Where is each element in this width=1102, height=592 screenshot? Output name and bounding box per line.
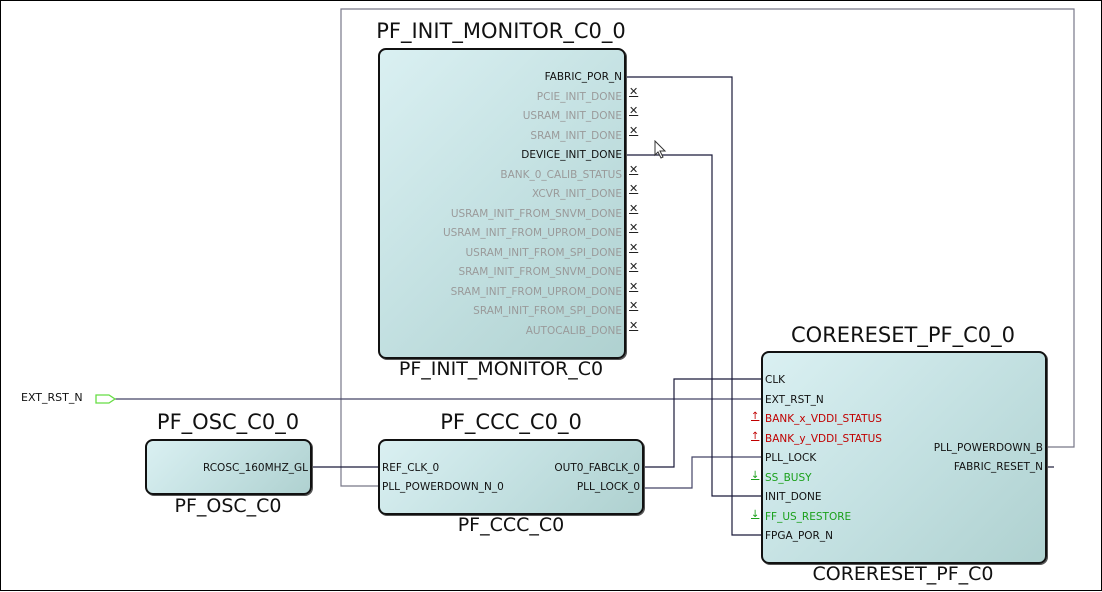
pin-sram-init-from-spi-done[interactable]: SRAM_INIT_FROM_SPI_DONE (473, 305, 622, 317)
corereset-instance-name: CORERESET_PF_C0_0 (791, 323, 1015, 347)
pin-pll-lock-0[interactable]: PLL_LOCK_0 (576, 481, 640, 493)
pin-usram-init-from-uprom-done[interactable]: USRAM_INIT_FROM_UPROM_DONE (442, 227, 622, 239)
unconnected-pin-icon: ✕ (629, 123, 639, 137)
pin-usram-init-from-spi-done[interactable]: USRAM_INIT_FROM_SPI_DONE (465, 246, 622, 259)
tied-high-icon: ↑ (751, 430, 760, 442)
wire-device-init-done[interactable] (625, 154, 763, 497)
osc-instance-name: PF_OSC_C0_0 (156, 410, 300, 434)
ccc-instance-name: PF_CCC_C0_0 (440, 410, 582, 434)
init-monitor-component-name: PF_INIT_MONITOR_C0 (398, 358, 604, 380)
pin-pll-lock[interactable]: PLL_LOCK (765, 452, 817, 464)
pin-ff-us-restore[interactable]: FF_US_RESTORE (765, 510, 852, 523)
pin-pcie-init-done[interactable]: PCIE_INIT_DONE (536, 90, 622, 103)
wire-fabclk-clk[interactable] (643, 378, 763, 468)
osc-component-name: PF_OSC_C0 (174, 495, 282, 517)
pin-ext-rst-n[interactable]: EXT_RST_N (765, 393, 824, 406)
tied-high-icon: ↑ (751, 411, 760, 422)
pin-autocalib-done[interactable]: AUTOCALIB_DONE (525, 324, 622, 337)
pin-init-done[interactable]: INIT_DONE (765, 491, 822, 503)
unconnected-pin-icon: ✕ (629, 84, 639, 98)
pin-ss-busy[interactable]: SS_BUSY (765, 471, 812, 484)
wire-pll-powerdown[interactable] (340, 8, 1075, 487)
pin-clk[interactable]: CLK (765, 374, 786, 386)
pin-pll-powerdown-n-0[interactable]: PLL_POWERDOWN_N_0 (382, 481, 504, 493)
pin-usram-init-from-snvm-done[interactable]: USRAM_INIT_FROM_SNVM_DONE (450, 207, 622, 220)
unconnected-pin-icon: ✕ (629, 279, 639, 293)
pin-pll-powerdown-b[interactable]: PLL_POWERDOWN_B (933, 442, 1043, 454)
tied-low-icon: ↓ (751, 508, 760, 520)
pin-fabric-por-n[interactable]: FABRIC_POR_N (544, 71, 622, 83)
init-monitor-block[interactable]: FABRIC_POR_N PCIE_INIT_DONE ✕ USRAM_INIT_DO… (378, 48, 638, 359)
mouse-cursor-icon (654, 140, 667, 159)
pin-fpga-por-n[interactable]: FPGA_POR_N (765, 530, 833, 542)
unconnected-pin-icon: ✕ (629, 240, 639, 254)
ccc-block[interactable]: REF_CLK_0 PLL_POWERDOWN_N_0 OUT0_FABCLK_… (378, 439, 644, 515)
input-port-icon[interactable] (95, 394, 117, 404)
osc-block[interactable]: RCOSC_160MHZ_GL (145, 439, 312, 495)
pin-device-init-done[interactable]: DEVICE_INIT_DONE (521, 149, 622, 161)
pin-sram-init-from-uprom-done[interactable]: SRAM_INIT_FROM_UPROM_DONE (450, 285, 622, 298)
corereset-block[interactable]: CLK EXT_RST_N BANK_x_VDDI_STATUS ↑ BANK_y_VD… (751, 351, 1047, 564)
tied-low-icon: ↓ (751, 469, 760, 481)
wire-pll-lock[interactable] (643, 456, 763, 489)
ccc-component-name: PF_CCC_C0 (457, 514, 565, 536)
pin-fabric-reset-n[interactable]: FABRIC_RESET_N (953, 461, 1043, 473)
pin-rcosc-160mhz-gl[interactable]: RCOSC_160MHZ_GL (202, 462, 308, 474)
pin-bank-x-vddi-status[interactable]: BANK_x_VDDI_STATUS (765, 413, 882, 425)
pin-usram-init-done[interactable]: USRAM_INIT_DONE (522, 110, 622, 122)
unconnected-pin-icon: ✕ (629, 104, 639, 117)
wire-fabric-por-n[interactable] (625, 76, 763, 536)
pin-sram-init-from-snvm-done[interactable]: SRAM_INIT_FROM_SNVM_DONE (458, 266, 623, 278)
unconnected-pin-icon: ✕ (629, 162, 639, 176)
pin-xcvr-init-done[interactable]: XCVR_INIT_DONE (531, 188, 622, 200)
pin-ref-clk-0[interactable]: REF_CLK_0 (382, 462, 440, 474)
corereset-component-name: CORERESET_PF_C0 (812, 563, 994, 585)
unconnected-pin-icon: ✕ (629, 182, 639, 195)
top-port-ext-rst-n-label[interactable]: EXT_RST_N (21, 391, 83, 404)
pin-bank-0-calib-status[interactable]: BANK_0_CALIB_STATUS (500, 168, 622, 181)
pin-bank-y-vddi-status[interactable]: BANK_y_VDDI_STATUS (765, 432, 882, 445)
pin-sram-init-done[interactable]: SRAM_INIT_DONE (530, 129, 622, 142)
unconnected-pin-icon: ✕ (629, 318, 639, 332)
init-monitor-instance-name: PF_INIT_MONITOR_C0_0 (376, 19, 626, 43)
unconnected-pin-icon: ✕ (629, 260, 639, 273)
pin-out0-fabclk-0[interactable]: OUT0_FABCLK_0 (554, 462, 640, 474)
unconnected-pin-icon: ✕ (629, 221, 639, 234)
unconnected-pin-icon: ✕ (629, 299, 639, 312)
unconnected-pin-icon: ✕ (629, 201, 639, 215)
